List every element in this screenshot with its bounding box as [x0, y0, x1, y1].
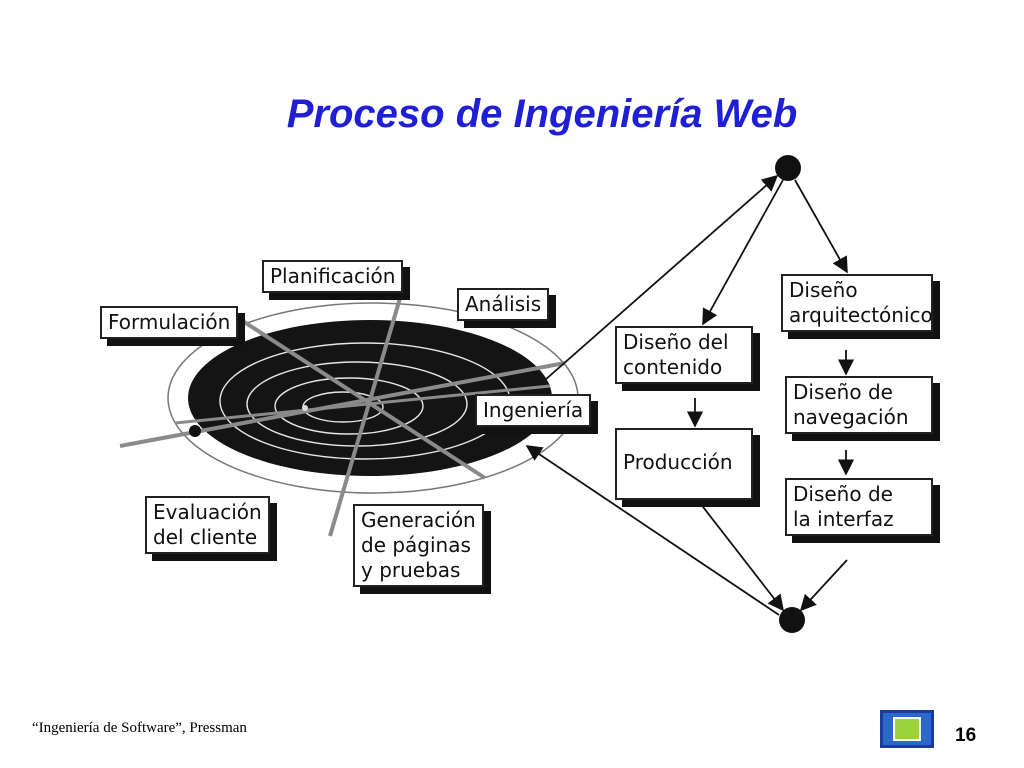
arrow-produccion-to-bottom — [699, 502, 784, 612]
arrow-bottom-to-ingenieria — [525, 445, 780, 616]
label-evaluacion-1: Evaluación — [153, 500, 262, 524]
box-diseno-navegacion: Diseño de navegación — [785, 376, 933, 434]
arrow-interfaz-to-bottom — [799, 559, 848, 612]
box-generacion: Generación de páginas y pruebas — [353, 504, 484, 587]
label-diseno-arquitectonico-2: arquitectónico — [789, 303, 933, 327]
label-evaluacion-2: del cliente — [153, 525, 258, 549]
label-generacion-2: de páginas — [361, 533, 471, 557]
spiral-ring-3 — [274, 377, 424, 435]
axis-formulacion — [233, 314, 487, 480]
label-generacion-3: y pruebas — [361, 558, 461, 582]
label-generacion-1: Generación — [361, 508, 476, 532]
spiral-node — [302, 405, 308, 411]
label-diseno-contenido-2: contenido — [623, 355, 723, 379]
box-diseno-contenido: Diseño del contenido — [615, 326, 753, 384]
axis-planificacion — [328, 287, 405, 537]
slide-title: Proceso de Ingeniería Web — [286, 92, 798, 136]
label-diseno-interfaz-2: la interfaz — [793, 507, 894, 531]
label-diseno-interfaz-1: Diseño de — [793, 482, 893, 506]
box-formulacion: Formulación — [100, 306, 239, 339]
box-diseno-arquitectonico: Diseño arquitectónico — [781, 274, 933, 332]
source-citation: “Ingeniería de Software”, Pressman — [32, 720, 247, 736]
label-ingenieria: Ingeniería — [483, 398, 584, 422]
label-analisis: Análisis — [465, 292, 542, 316]
page-number: 16 — [955, 725, 977, 746]
bottom-node — [779, 607, 805, 633]
arrow-top-to-contenido — [702, 179, 784, 326]
label-planificacion: Planificación — [270, 264, 396, 288]
axis-main — [174, 384, 551, 425]
box-diseno-interfaz: Diseño de la interfaz — [785, 478, 933, 536]
label-diseno-arquitectonico-1: Diseño — [789, 278, 858, 302]
label-diseno-navegacion-1: Diseño de — [793, 380, 893, 404]
top-node — [775, 155, 801, 181]
arrow-top-to-arquitectonico — [794, 179, 848, 274]
box-evaluacion: Evaluación del cliente — [145, 496, 270, 554]
label-diseno-navegacion-2: navegación — [793, 405, 909, 429]
arrow-ingenieria-to-top — [544, 174, 779, 381]
label-produccion: Producción — [623, 450, 733, 474]
label-diseno-contenido-1: Diseño del — [623, 330, 729, 354]
spiral-node — [189, 425, 201, 437]
box-planificacion: Planificación — [262, 260, 404, 293]
web-engineering-process-diagram: Formulación Planificación Análisis Ingen… — [95, 148, 945, 648]
diagram-graphics — [119, 155, 855, 633]
box-ingenieria: Ingeniería — [475, 394, 592, 427]
box-analisis: Análisis — [457, 288, 550, 321]
label-formulacion: Formulación — [108, 310, 231, 334]
box-produccion: Producción — [615, 428, 753, 500]
logo-icon — [880, 710, 934, 748]
